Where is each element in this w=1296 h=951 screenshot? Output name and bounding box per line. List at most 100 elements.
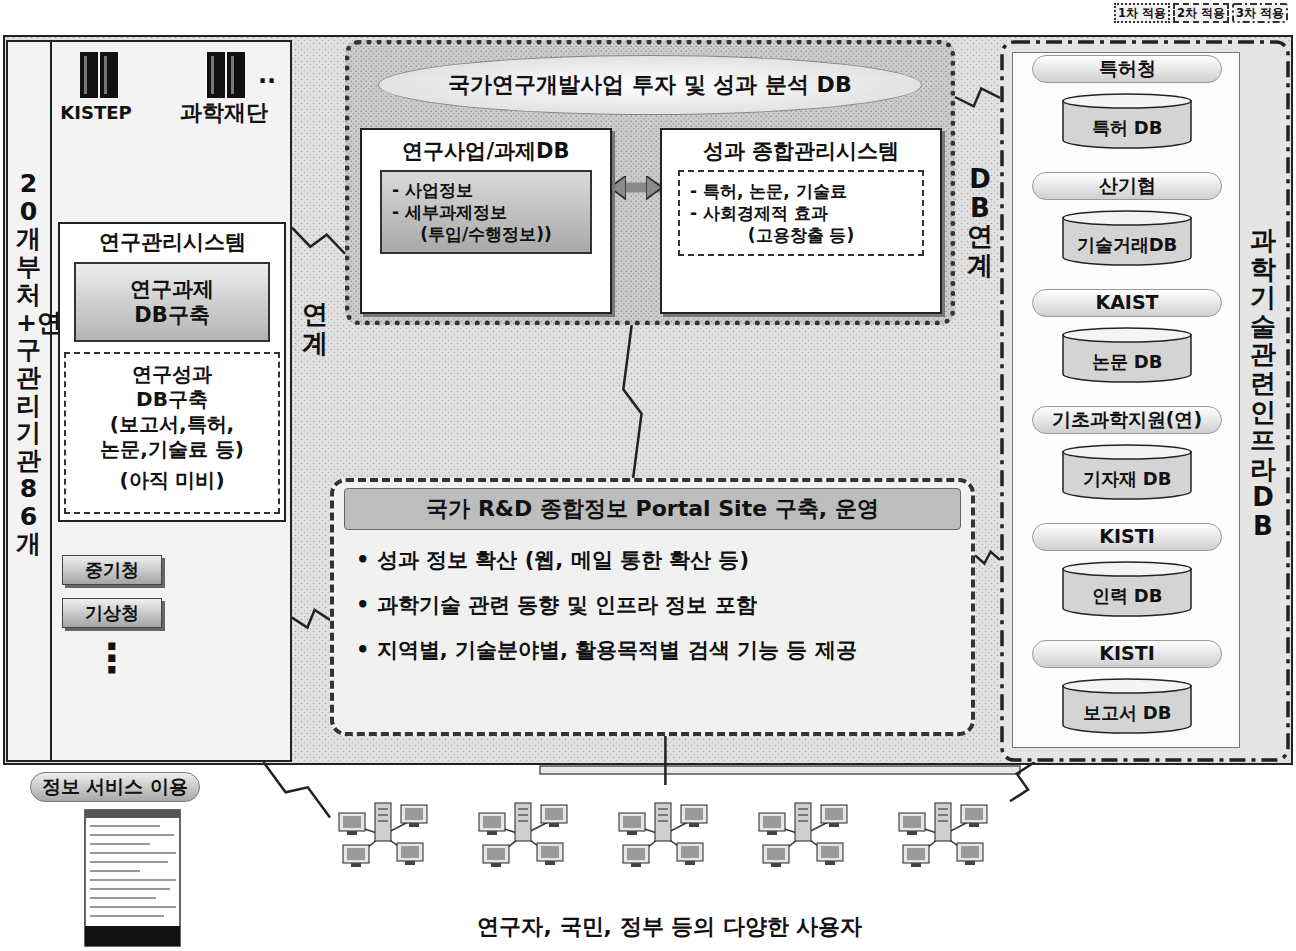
network-icon — [899, 803, 987, 867]
user-group: 연구자, 국민, 정부 등의 다양한 사용자 — [330, 785, 1010, 948]
region-fill — [345, 40, 955, 325]
node-text: 산기협 — [1099, 174, 1156, 198]
cylinder-top — [1063, 328, 1191, 342]
org-label-pill: KAIST — [1032, 289, 1222, 317]
db-cylinder: 기자재 DB — [1062, 444, 1192, 500]
cylinder-top — [1063, 562, 1191, 576]
lightning-connector — [975, 552, 1000, 564]
node-text: 국가연구개발사업 투자 및 성과 분석 DB — [390, 55, 910, 115]
node-text: 과학기술관련 인프라DB — [1250, 226, 1276, 541]
label-text: DB연계 — [967, 165, 993, 279]
node-text: 보고서 DB — [1083, 702, 1172, 725]
db-cylinder: 특허 DB — [1062, 93, 1192, 149]
service-tag: 정보 서비스 이용 — [30, 772, 200, 802]
book-icon — [207, 52, 245, 98]
double-arrow — [612, 183, 660, 193]
system-box: 연구관리시스템연구과제 DB구축연구성과 DB구축 (보고서,특허, 논문,기술… — [58, 222, 286, 522]
node-text: KISTI — [1099, 642, 1155, 666]
node-text: 연구자, 국민, 정부 등의 다양한 사용자 — [477, 913, 862, 941]
node-text: 연구사업/과제DB — [402, 138, 569, 164]
dash-dot-border — [1233, 4, 1287, 22]
label-text: 연계 — [302, 300, 328, 357]
node-text: (투입/수행정보)) — [420, 223, 552, 245]
agency-panel: 20개부처+연구관리기관86개 연구관리시스템연구과제 DB구축연구성과 DB구축… — [6, 40, 292, 762]
node-text: 특허 DB — [1092, 117, 1163, 140]
node-text: - 사업정보 — [392, 179, 473, 201]
node-text: 연구성과 DB구축 (보고서,특허, 논문,기술료 등) — [100, 362, 245, 462]
label-text: 과학재단 — [166, 99, 282, 127]
node-text: • 지역별, 기술분야별, 활용목적별 검색 기능 등 제공 — [344, 636, 961, 665]
node-text: • 성과 정보 확산 (웹, 메일 통한 확산 등) — [344, 546, 961, 575]
org-label-pill: KISTI — [1032, 640, 1222, 668]
db-box-dashed: 연구성과 DB구축 (보고서,특허, 논문,기술료 등) (아직 미비) — [64, 352, 280, 514]
node-text: 기초과학지원(연) — [1052, 408, 1202, 432]
analysis-db-region: 국가연구개발사업 투자 및 성과 분석 DB 연구사업/과제DB - 사업정보- 세… — [345, 40, 955, 325]
node-text: 연구관리시스템 — [99, 229, 246, 255]
node-text: 논문 DB — [1092, 351, 1163, 374]
node-text: 기자재 DB — [1083, 468, 1172, 491]
info-box: - 사업정보- 세부과제정보(투입/수행정보)) — [380, 170, 592, 254]
org-label-pill: KISTI — [1032, 523, 1222, 551]
outer-frame — [4, 36, 1292, 764]
node-text: - 특허, 논문, 기술료 — [690, 180, 847, 202]
node-text: (아직 미비) — [119, 468, 224, 493]
lightning-connector — [292, 228, 345, 254]
node-text: - 사회경제적 효과 — [690, 202, 828, 224]
lightning-connector — [955, 88, 1000, 106]
node-text: - 세부과제정보 — [392, 201, 507, 223]
node-text: 연구과제 DB구축 — [104, 276, 240, 329]
bus-bar — [540, 766, 1020, 774]
cylinder-top — [1063, 445, 1191, 459]
system-box: 성과 종합관리시스템 - 특허, 논문, 기술료- 사회경제적 효과(고용창출 등… — [660, 128, 942, 314]
label-text: .. — [250, 60, 284, 90]
agency-box: 기상청 — [62, 598, 162, 628]
node-text: 20개부처+연구관리기관86개 — [16, 170, 41, 558]
legend-sample: 2차 적용 — [1173, 3, 1229, 23]
db-cylinder: 인력 DB — [1062, 561, 1192, 617]
legend-text: 3차 적용 — [1236, 6, 1284, 20]
node-text: 중기청 — [85, 559, 139, 582]
node-text: 인력 DB — [1092, 585, 1163, 608]
org-label-pill: 기초과학지원(연) — [1032, 406, 1222, 434]
legend-text: 2차 적용 — [1177, 6, 1225, 20]
lightning-connector — [292, 610, 330, 628]
lightning-connector — [1010, 762, 1035, 801]
db-cylinder: 논문 DB — [1062, 327, 1192, 383]
db-cylinder: 기술거래DB — [1062, 210, 1192, 266]
dash-dot-border — [1002, 42, 1288, 760]
cylinder-top — [1063, 94, 1191, 108]
lightning-connector — [623, 325, 641, 478]
node-text: (고용창출 등) — [748, 224, 854, 246]
legend-sample: 3차 적용 — [1232, 3, 1288, 23]
node-text: KAIST — [1095, 291, 1158, 315]
portal-region: 국가 R&D 종합정보 Portal Site 구축, 운영• 성과 정보 확산… — [330, 478, 975, 736]
cylinder-top — [1063, 211, 1191, 225]
network-icon — [759, 803, 847, 867]
label-text: ⋮ — [92, 638, 132, 678]
legend-sample: 1차 적용 — [1114, 3, 1170, 23]
agency-box: 중기청 — [62, 555, 162, 585]
node-text: 기술거래DB — [1077, 234, 1178, 257]
screenshot-thumbnail — [85, 810, 180, 946]
network-icon — [339, 803, 427, 867]
db-box: 연구과제 DB구축 — [74, 262, 270, 342]
node-text: • 과학기술 관련 동향 및 인프라 정보 포함 — [344, 591, 961, 620]
node-text: 기상청 — [85, 602, 139, 625]
db-cylinder: 보고서 DB — [1062, 678, 1192, 734]
cylinder-top — [1063, 679, 1191, 693]
node-text: 성과 종합관리시스템 — [703, 138, 899, 164]
info-box-dashed: - 특허, 논문, 기술료- 사회경제적 효과(고용창출 등) — [678, 170, 924, 256]
node-text: 정보 서비스 이용 — [42, 775, 188, 799]
network-icon — [619, 803, 707, 867]
book-icon — [80, 52, 118, 98]
infra-db-region: 과학기술관련 인프라DB 특허청특허 DB 산기협기술거래DB KAIST 논문 DB 기… — [1000, 40, 1290, 762]
label-text: KISTEP — [56, 102, 136, 125]
org-label-pill: 산기협 — [1032, 172, 1222, 200]
node-text: KISTI — [1099, 525, 1155, 549]
node-text: 특허청 — [1099, 57, 1156, 81]
lightning-connector — [263, 762, 330, 818]
connector-line — [664, 736, 667, 785]
org-label-pill: 특허청 — [1032, 55, 1222, 83]
legend-text: 1차 적용 — [1118, 6, 1166, 20]
